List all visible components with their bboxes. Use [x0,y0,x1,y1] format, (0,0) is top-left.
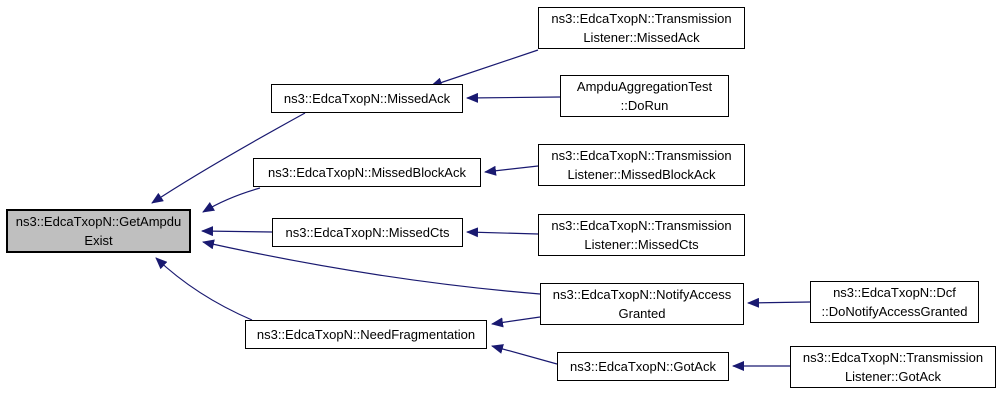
edge-notifyaccessgranted-to-getampduexist [202,239,541,295]
node-label-line: Listener::MissedAck [583,30,700,45]
graph-node-gotack[interactable]: ns3::EdcaTxopN::GotAck [557,352,729,381]
edge-missedack-to-getampduexist [151,112,306,204]
node-label-line: ns3::EdcaTxopN::MissedAck [283,91,451,106]
edge-dorun-to-missedack [466,92,561,103]
edge-missedblockack-to-getampduexist [202,187,261,213]
edge-needfragmentation-to-getampduexist [155,257,253,321]
node-label-line: ns3::EdcaTxopN::GotAck [570,359,716,374]
edge-dcf_donotifyaccessgranted-to-notifyaccessgranted [747,297,811,308]
graph-node-dorun[interactable]: AmpduAggregationTest::DoRun [560,75,729,117]
edge-gotack-to-needfragmentation [491,344,558,365]
node-label-line: ns3::EdcaTxopN::MissedBlockAck [268,165,466,180]
edge-tl_missedblockack-to-missedblockack [484,165,539,176]
node-label-line: ::DoRun [620,98,669,113]
node-label-line: ns3::EdcaTxopN::Transmission [551,218,732,233]
node-label-line: ns3::EdcaTxopN::Transmission [551,148,732,163]
edge-tl_missedcts-to-missedcts [466,227,539,238]
node-label-line: ns3::EdcaTxopN::MissedCts [285,225,450,240]
node-label-line: ::DoNotifyAccessGranted [821,304,968,319]
graph-node-missedack[interactable]: ns3::EdcaTxopN::MissedAck [271,84,463,113]
node-label-line: ns3::EdcaTxopN::Transmission [551,11,732,26]
node-label-line: ns3::EdcaTxopN::GetAmpdu [15,214,182,229]
node-label-line: Listener::MissedBlockAck [567,167,716,182]
node-label-line: ns3::EdcaTxopN::NeedFragmentation [256,327,476,342]
graph-node-needfragmentation[interactable]: ns3::EdcaTxopN::NeedFragmentation [245,320,487,349]
node-label-line: Exist [84,233,113,248]
node-label-line: Granted [618,306,666,321]
graph-node-missedcts[interactable]: ns3::EdcaTxopN::MissedCts [272,218,463,247]
edge-notifyaccessgranted-to-needfragmentation [491,316,541,328]
node-label-line: AmpduAggregationTest [576,79,713,94]
node-label-line: ns3::EdcaTxopN::Transmission [802,350,984,365]
node-label-line: ns3::EdcaTxopN::Dcf [833,285,956,300]
edge-missedcts-to-getampduexist [201,226,273,237]
edge-tl_missedack-to-missedack [430,49,539,88]
node-label-line: ns3::EdcaTxopN::NotifyAccess [552,287,732,302]
graph-node-missedblockack[interactable]: ns3::EdcaTxopN::MissedBlockAck [253,158,481,187]
node-label-line: Listener::GotAck [844,369,942,384]
node-label-line: Listener::MissedCts [584,237,699,252]
graph-node-dcf_donotifyaccessgranted[interactable]: ns3::EdcaTxopN::Dcf::DoNotifyAccessGrant… [810,281,979,323]
